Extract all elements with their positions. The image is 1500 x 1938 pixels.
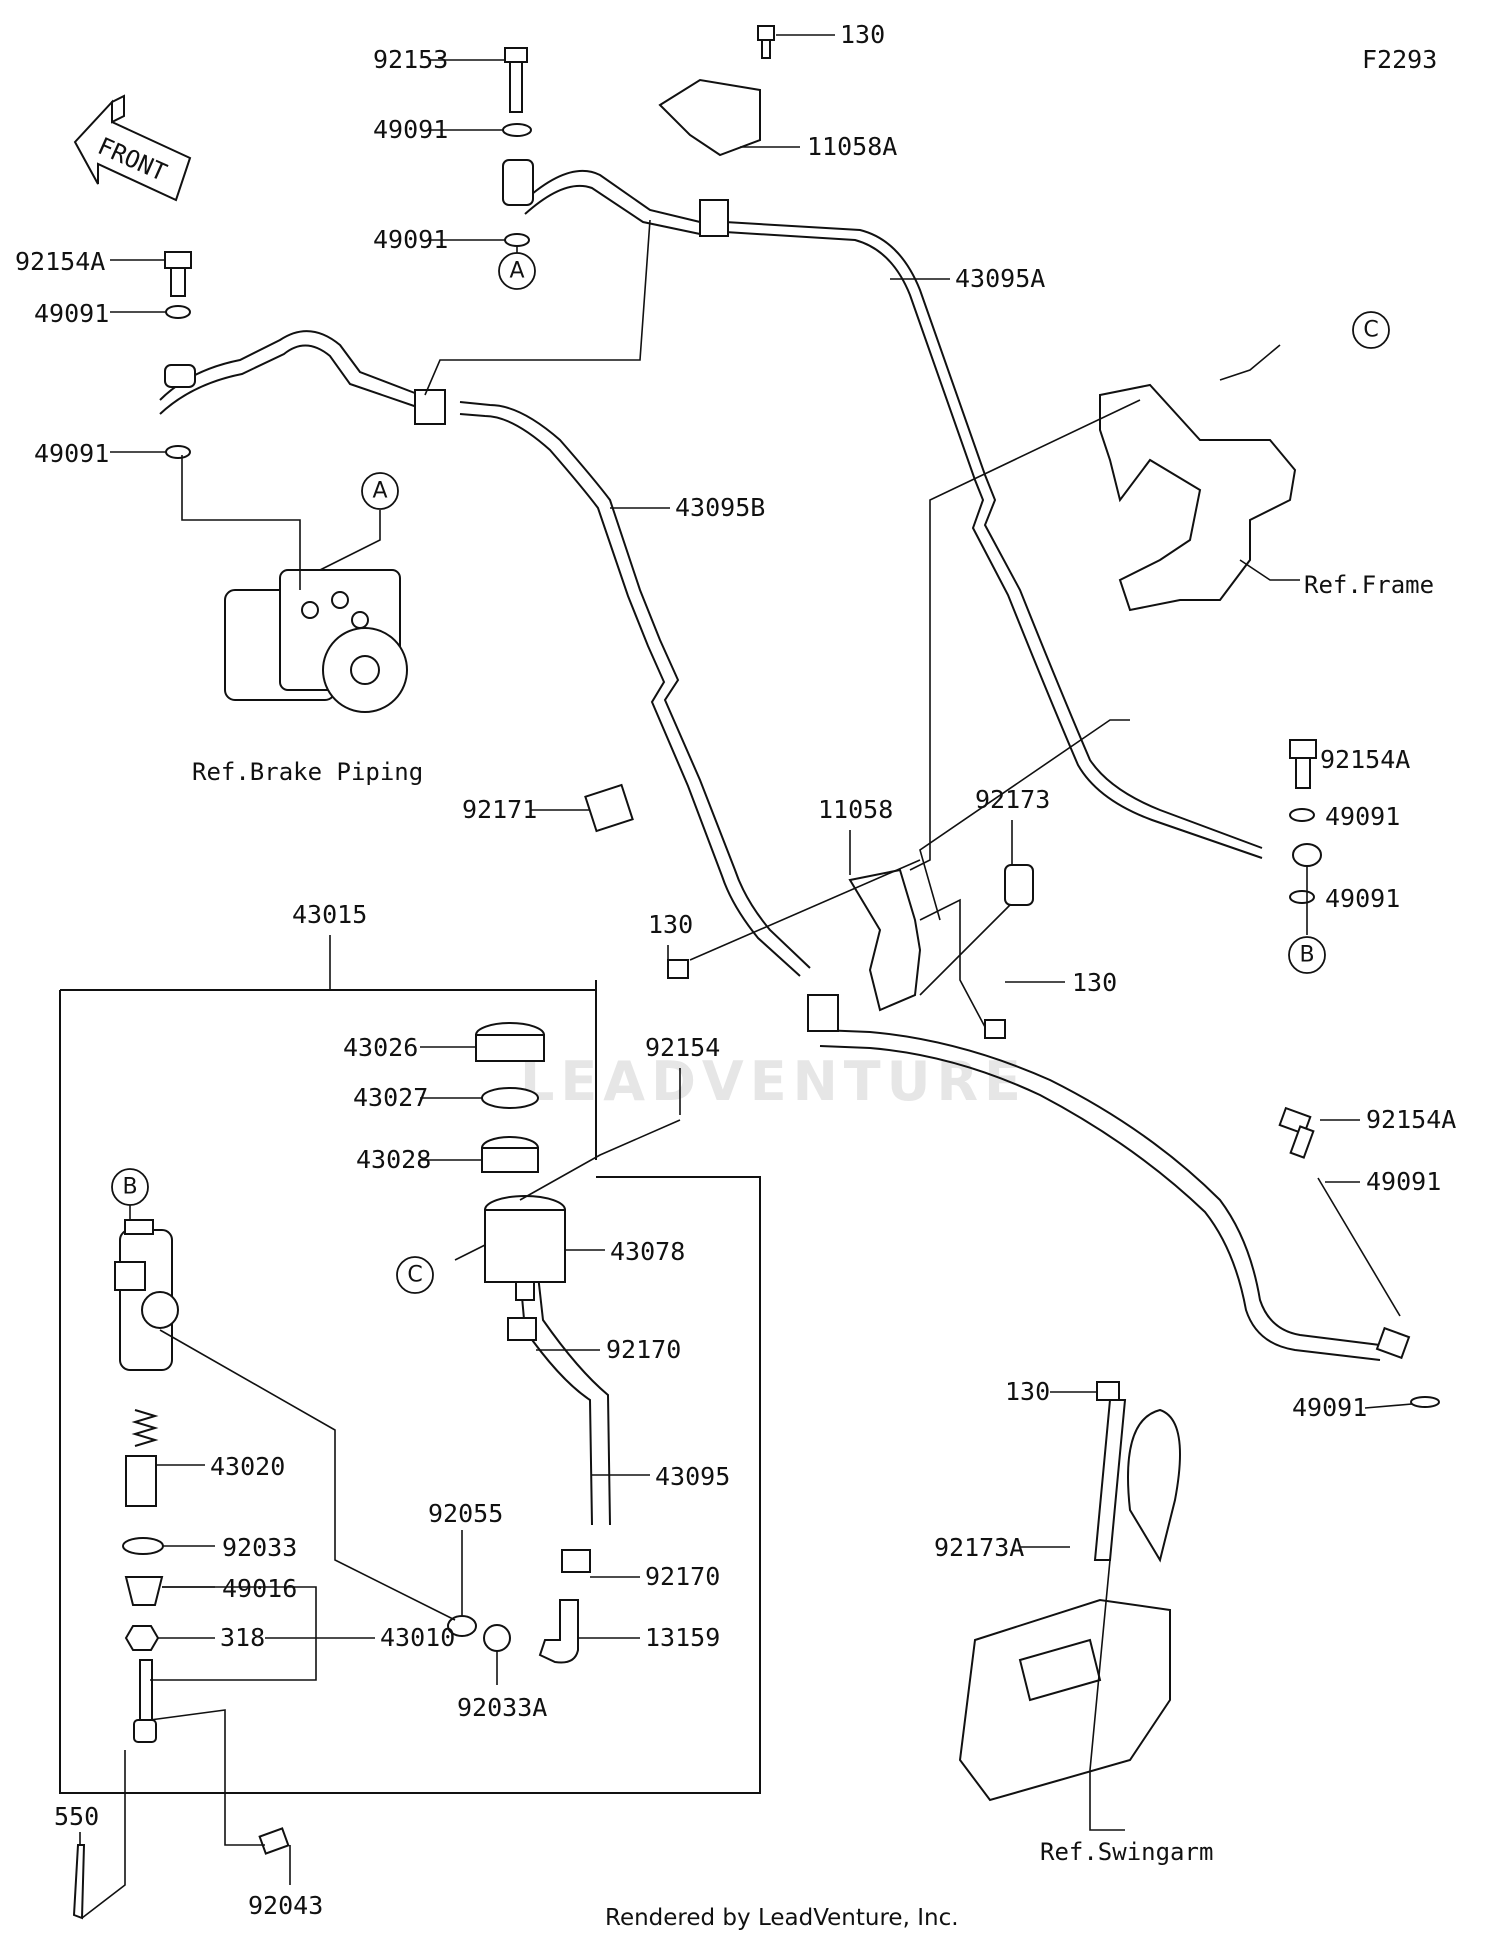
part-label: 49091 (1292, 1393, 1367, 1422)
part-label: 49091 (373, 115, 448, 144)
ref-frame: Ref.Frame (1304, 571, 1434, 599)
callout-a-label: A (372, 479, 387, 504)
part-label: 550 (54, 1802, 99, 1831)
callout-b-left: B (111, 1168, 149, 1206)
part-label: 92043 (248, 1891, 323, 1920)
callout-a-top: A (498, 252, 536, 290)
footer-credit: Rendered by LeadVenture, Inc. (605, 1905, 959, 1931)
diagram-code: F2293 (1362, 45, 1437, 74)
callout-c-reservoir: C (396, 1256, 434, 1294)
part-label: 92154A (15, 247, 105, 276)
callout-b-label: B (122, 1175, 137, 1200)
brake-hoses (159, 169, 1381, 1526)
part-label: 92033A (457, 1693, 547, 1722)
callout-c-label: C (1363, 318, 1378, 343)
part-label: 49016 (222, 1574, 297, 1603)
part-label: 13159 (645, 1623, 720, 1652)
part-label: 92170 (645, 1562, 720, 1591)
callout-c-frame: C (1352, 311, 1390, 349)
part-label: 92170 (606, 1335, 681, 1364)
part-label: 130 (840, 20, 885, 49)
part-label: 92173A (934, 1533, 1024, 1562)
callout-c-label: C (407, 1263, 422, 1288)
part-label: 92154A (1320, 745, 1410, 774)
part-label: 92153 (373, 45, 448, 74)
part-label: 49091 (34, 299, 109, 328)
part-label: 43010 (380, 1623, 455, 1652)
hardware-parts (72, 25, 1440, 1920)
part-label: 11058A (807, 132, 897, 161)
part-label: 43026 (343, 1033, 418, 1062)
callout-b-label: B (1299, 943, 1314, 968)
part-label: 92171 (462, 795, 537, 824)
part-label: 43095 (655, 1462, 730, 1491)
part-label: 43095B (675, 493, 765, 522)
part-label: 130 (648, 910, 693, 939)
part-label: 92154 (645, 1033, 720, 1062)
ref-brake-piping: Ref.Brake Piping (192, 758, 423, 786)
part-label: 92055 (428, 1499, 503, 1528)
part-label: 49091 (34, 439, 109, 468)
ref-swingarm: Ref.Swingarm (1040, 1838, 1213, 1866)
watermark: LEADVENTURE (520, 1050, 1027, 1113)
part-label: 49091 (1325, 802, 1400, 831)
part-label: 49091 (373, 225, 448, 254)
callout-b-right: B (1288, 936, 1326, 974)
callout-a-label: A (509, 259, 524, 284)
part-label: 92033 (222, 1533, 297, 1562)
part-label: 43028 (356, 1145, 431, 1174)
part-label: 43095A (955, 264, 1045, 293)
part-label: 11058 (818, 795, 893, 824)
front-arrow-icon: FRONT (73, 94, 192, 202)
leader-lines (79, 34, 1413, 1919)
part-label: 43020 (210, 1452, 285, 1481)
part-label: 49091 (1366, 1167, 1441, 1196)
assembly-box-43015 (59, 980, 761, 1794)
part-label: 130 (1005, 1377, 1050, 1406)
part-label: 130 (1072, 968, 1117, 997)
part-label: 43027 (353, 1083, 428, 1112)
part-label: 92154A (1366, 1105, 1456, 1134)
part-label: 318 (220, 1623, 265, 1652)
callout-a-abs: A (361, 472, 399, 510)
part-label: 43078 (610, 1237, 685, 1266)
part-label: 92173 (975, 785, 1050, 814)
part-label: 43015 (292, 900, 367, 929)
part-label: 49091 (1325, 884, 1400, 913)
